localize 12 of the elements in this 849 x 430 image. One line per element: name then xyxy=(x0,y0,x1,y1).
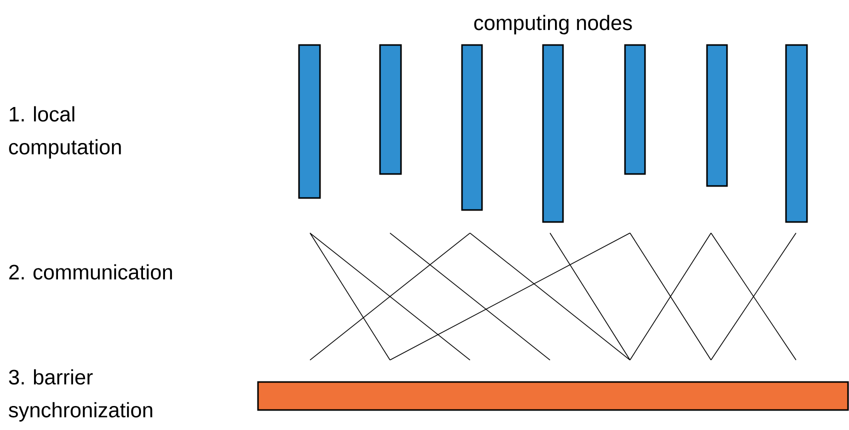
step-label: 1. local computation xyxy=(9,106,121,159)
step-label: 3. barrier synchronization xyxy=(8,369,152,422)
computing-node-bar xyxy=(298,44,321,199)
computing-node-bar xyxy=(785,44,808,223)
heading: computing nodes xyxy=(474,14,632,34)
computing-node-bar xyxy=(706,44,728,187)
barrier-bar xyxy=(257,381,849,411)
computing-node-bar xyxy=(542,44,564,223)
computing-node-bar xyxy=(379,44,402,175)
computing-node-bar xyxy=(461,44,483,211)
computing-node-bar xyxy=(624,44,646,175)
step-label: 2. communication xyxy=(9,264,172,280)
